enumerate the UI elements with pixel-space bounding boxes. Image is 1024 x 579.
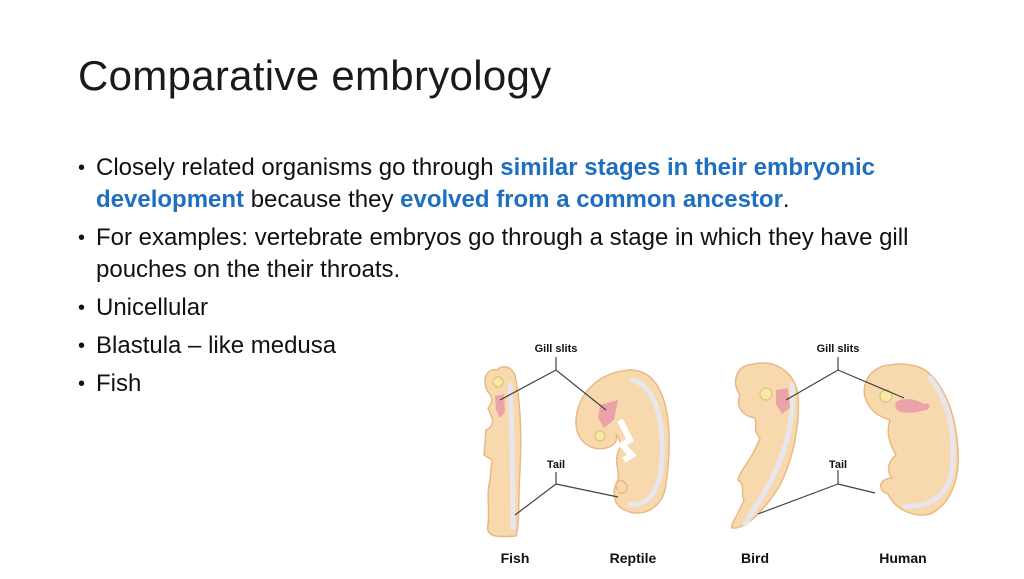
species-label-reptile: Reptile bbox=[610, 550, 657, 566]
bullet-text: because they bbox=[244, 186, 401, 213]
bullet-text: For examples: vertebrate embryos go thro… bbox=[96, 224, 909, 283]
bullet-icon: • bbox=[78, 335, 86, 357]
leader-lines bbox=[499, 357, 905, 516]
human-embryo-illustration bbox=[863, 363, 959, 516]
bullet-item: • Closely related organisms go through s… bbox=[78, 152, 958, 216]
bullet-icon: • bbox=[78, 373, 86, 395]
highlight-text: evolved from a common ancestor bbox=[400, 186, 783, 213]
fish-embryo-illustration bbox=[483, 365, 522, 538]
bullet-item: • Unicellular bbox=[78, 292, 958, 324]
species-label-fish: Fish bbox=[501, 550, 530, 566]
species-label-bird: Bird bbox=[741, 550, 769, 566]
species-label-human: Human bbox=[879, 550, 926, 566]
gill-slits-label: Gill slits bbox=[817, 343, 860, 355]
bullet-icon: • bbox=[78, 157, 86, 179]
bullet-item: • Fish bbox=[78, 368, 958, 400]
bullet-icon: • bbox=[78, 227, 86, 249]
bullet-item: • For examples: vertebrate embryos go th… bbox=[78, 222, 958, 286]
bullet-text: Unicellular bbox=[96, 294, 209, 321]
highlight-text: similar stages in their embryonic develo… bbox=[96, 154, 876, 213]
bullet-icon: • bbox=[78, 297, 86, 319]
bullet-text: Blastula – like medusa bbox=[96, 332, 337, 359]
bullet-text: Fish bbox=[96, 370, 142, 397]
bullet-text: Closely related organisms go through bbox=[96, 154, 501, 181]
bullet-item: • Blastula – like medusa bbox=[78, 330, 958, 362]
reptile-embryo-illustration bbox=[575, 369, 670, 514]
gill-slits-label: Gill slits bbox=[535, 343, 578, 355]
embryo-comparison-figure: Gill slits Tail Gill slits Tail Fish Rep… bbox=[470, 335, 970, 574]
slide-title: Comparative embryology bbox=[78, 52, 552, 99]
tail-label: Tail bbox=[829, 459, 847, 471]
bullet-text: . bbox=[782, 186, 790, 213]
bullet-list: • Closely related organisms go through s… bbox=[78, 152, 958, 406]
tail-label: Tail bbox=[547, 459, 565, 471]
bird-embryo-illustration bbox=[730, 362, 800, 529]
